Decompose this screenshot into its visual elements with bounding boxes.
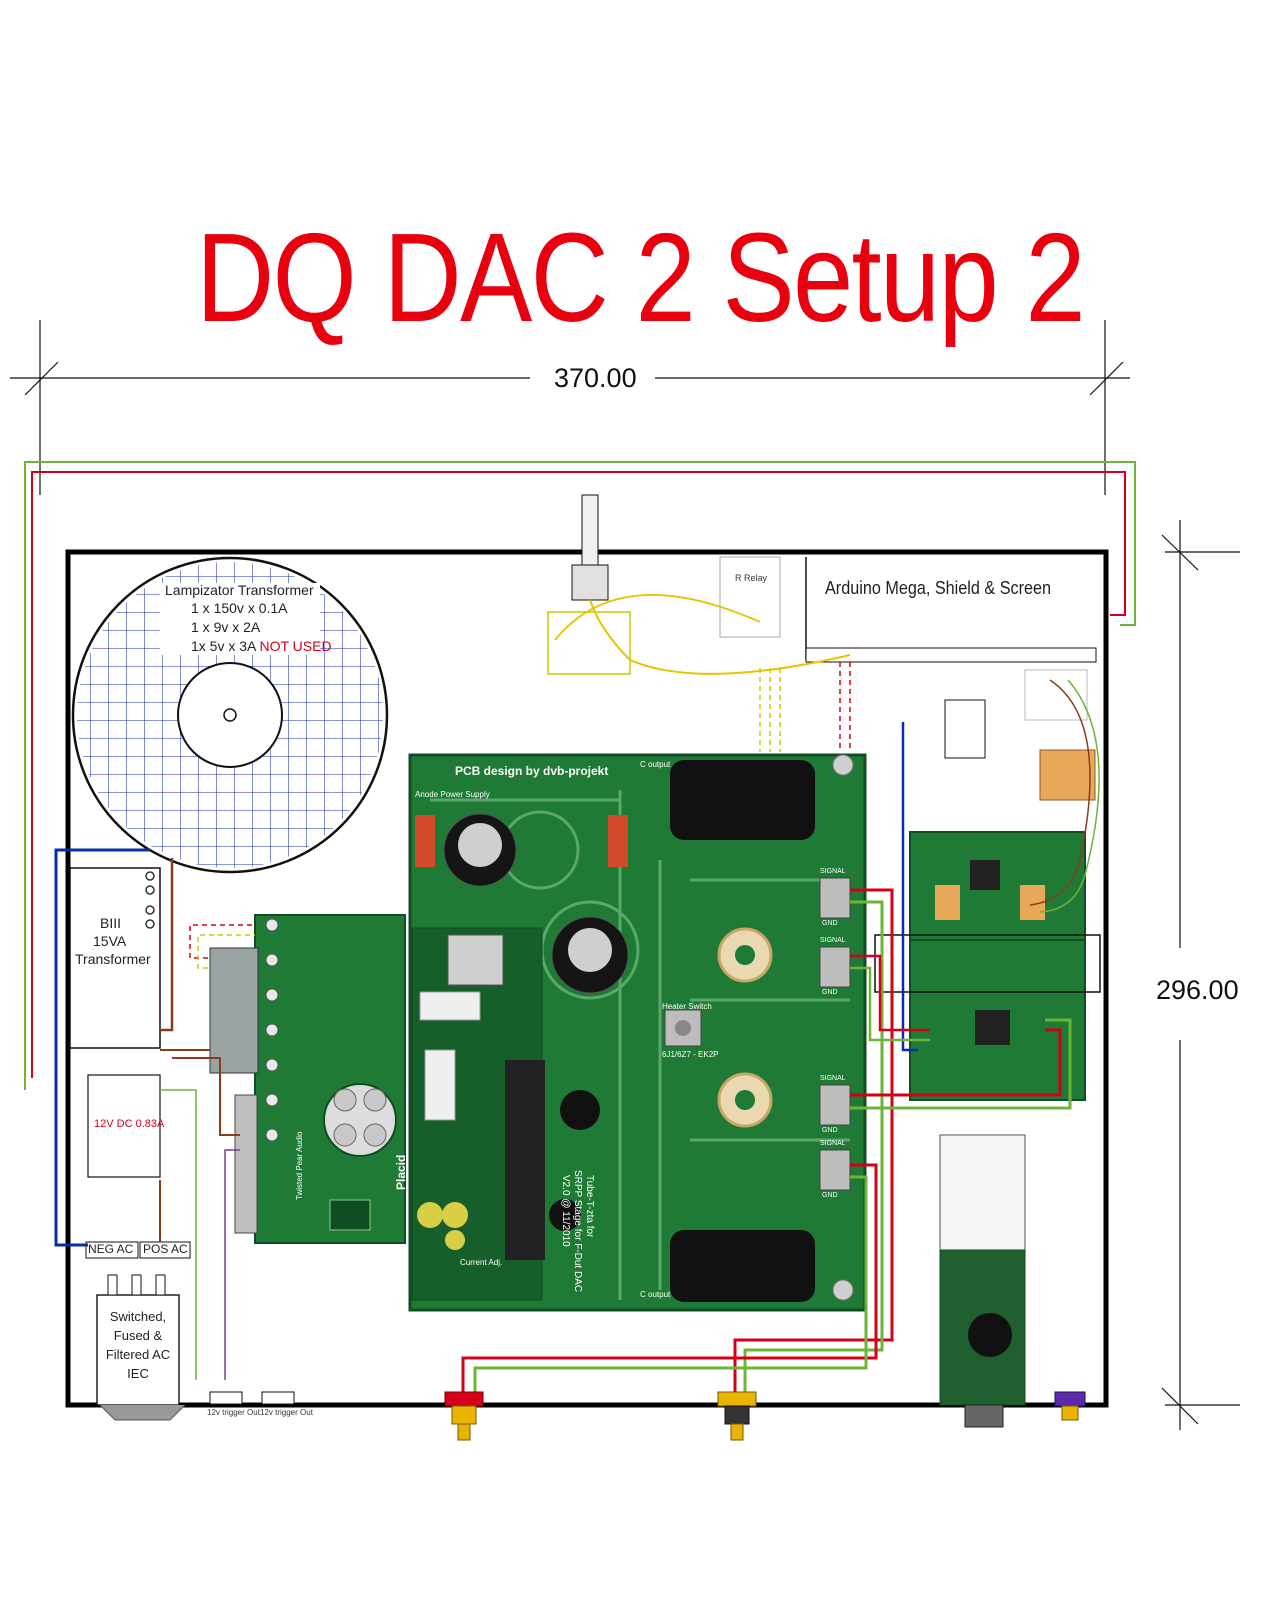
wire-blue-right xyxy=(901,722,918,1052)
wire-red-out2 xyxy=(461,1163,878,1392)
wire-blue-left xyxy=(54,848,150,1247)
wire-brown-4 xyxy=(172,1057,240,1136)
current-adj-label: Current Adj. xyxy=(460,1258,503,1267)
tube-pcb-title1: Tube-T-zta for xyxy=(584,1175,595,1238)
gnd-label-2: GND xyxy=(822,989,838,996)
wire-green-out2 xyxy=(473,1175,868,1392)
tube-pcb-title2: SRPP Stage for F-Dut DAC xyxy=(572,1170,583,1293)
wire-yellow-loop xyxy=(554,594,761,641)
trigger-right-label: 12v trigger Out xyxy=(260,1408,313,1417)
psu-12v xyxy=(87,1074,161,1178)
trigger-left-label: 12v trigger Out xyxy=(207,1408,260,1417)
c-output-top: C output xyxy=(640,760,671,769)
gnd-label-4: GND xyxy=(822,1192,838,1199)
iec-line1: Switched, xyxy=(109,1309,167,1324)
wire-red-dashed xyxy=(839,662,851,752)
iec-line4: IEC xyxy=(127,1366,149,1381)
toroid-line3-prefix: 1x 5v x 3A xyxy=(191,638,256,654)
rca-output-right xyxy=(717,1391,757,1441)
toroid-not-used: NOT USED xyxy=(259,638,332,654)
dimension-width xyxy=(10,320,1130,495)
wire-outer-red xyxy=(31,471,1126,1078)
pos-ac-terminal xyxy=(139,1241,191,1259)
dimension-height-label: 296.00 xyxy=(1150,975,1245,1006)
tube-pcb xyxy=(408,753,867,1312)
c-output-bottom: C output xyxy=(640,1290,671,1299)
dac-boards xyxy=(874,831,1101,1428)
heater-switch-label: Heater Switch xyxy=(662,1002,712,1011)
iec-line2: Fused & xyxy=(113,1328,163,1343)
tube-pcb-title3: V2.0 @ 11/2010 xyxy=(560,1175,571,1247)
signal-label-4: SIGNAL xyxy=(820,1140,846,1147)
wire-purple-trigger xyxy=(224,1149,240,1380)
small-transformer xyxy=(69,867,161,1049)
rca-output-left xyxy=(444,1391,484,1441)
dimension-height xyxy=(1161,520,1240,1430)
small-transformer-line3: Transformer xyxy=(75,951,151,967)
placid-sub: Twisted Pear Audio xyxy=(295,1131,304,1200)
gnd-label-1: GND xyxy=(822,920,838,927)
toroid-line3: 1x 5v x 3A NOT USED xyxy=(191,638,332,654)
placid-name: Placid xyxy=(394,1154,408,1190)
toroid-line2: 1 x 9v x 2A xyxy=(191,619,261,635)
page-title: DQ DAC 2 Setup 2 xyxy=(196,207,1086,348)
toroid-transformer xyxy=(71,556,389,874)
wire-red-dac xyxy=(850,1028,1062,1097)
wire-green-dac xyxy=(850,1018,1072,1110)
tube-types-label: 6J1/6Z7 - EK2P xyxy=(662,1050,719,1059)
spdif-input xyxy=(1054,1391,1086,1421)
pos-ac-label: POS AC xyxy=(143,1242,188,1256)
wire-brown-1 xyxy=(160,858,174,1032)
neg-ac-label: NEG AC xyxy=(88,1242,134,1256)
arduino-label: Arduino Mega, Shield & Screen xyxy=(825,578,1052,598)
wire-green-dac-top xyxy=(1039,679,1100,913)
pcb-design-credit: PCB design by dvb-projekt xyxy=(455,764,609,778)
dimension-width-label: 370.00 xyxy=(548,363,643,394)
small-transformer-line1: BIII xyxy=(100,915,122,931)
wire-yellow-arduino xyxy=(589,599,851,675)
arduino-block xyxy=(547,494,1097,801)
signal-label-3: SIGNAL xyxy=(820,1075,846,1082)
wire-red-dac2 xyxy=(850,954,930,1032)
signal-label-2: SIGNAL xyxy=(820,937,846,944)
psu-12v-label: 12V DC 0.83A xyxy=(94,1118,165,1130)
toroid-name: Lampizator Transformer xyxy=(165,582,314,598)
gnd-label-3: GND xyxy=(822,1127,838,1134)
small-transformer-line2: 15VA xyxy=(93,933,127,949)
iec-line3: Filtered AC xyxy=(105,1347,171,1362)
wire-outer-green xyxy=(24,461,1136,1090)
wire-multicolor-dac xyxy=(1029,679,1091,906)
wire-green-dac2 xyxy=(850,966,930,1042)
anode-supply-label: Anode Power Supply xyxy=(415,790,490,799)
signal-label-1: SIGNAL xyxy=(820,868,846,875)
neg-ac-terminal xyxy=(85,1241,139,1259)
toroid-line1: 1 x 150v x 0.1A xyxy=(191,600,288,616)
wire-yellow-dashed xyxy=(759,668,781,752)
relay-label: R Relay xyxy=(735,573,768,583)
placid-pcb xyxy=(209,914,406,1244)
wire-green-out1 xyxy=(743,900,884,1392)
wire-green-trigger xyxy=(160,1089,197,1380)
